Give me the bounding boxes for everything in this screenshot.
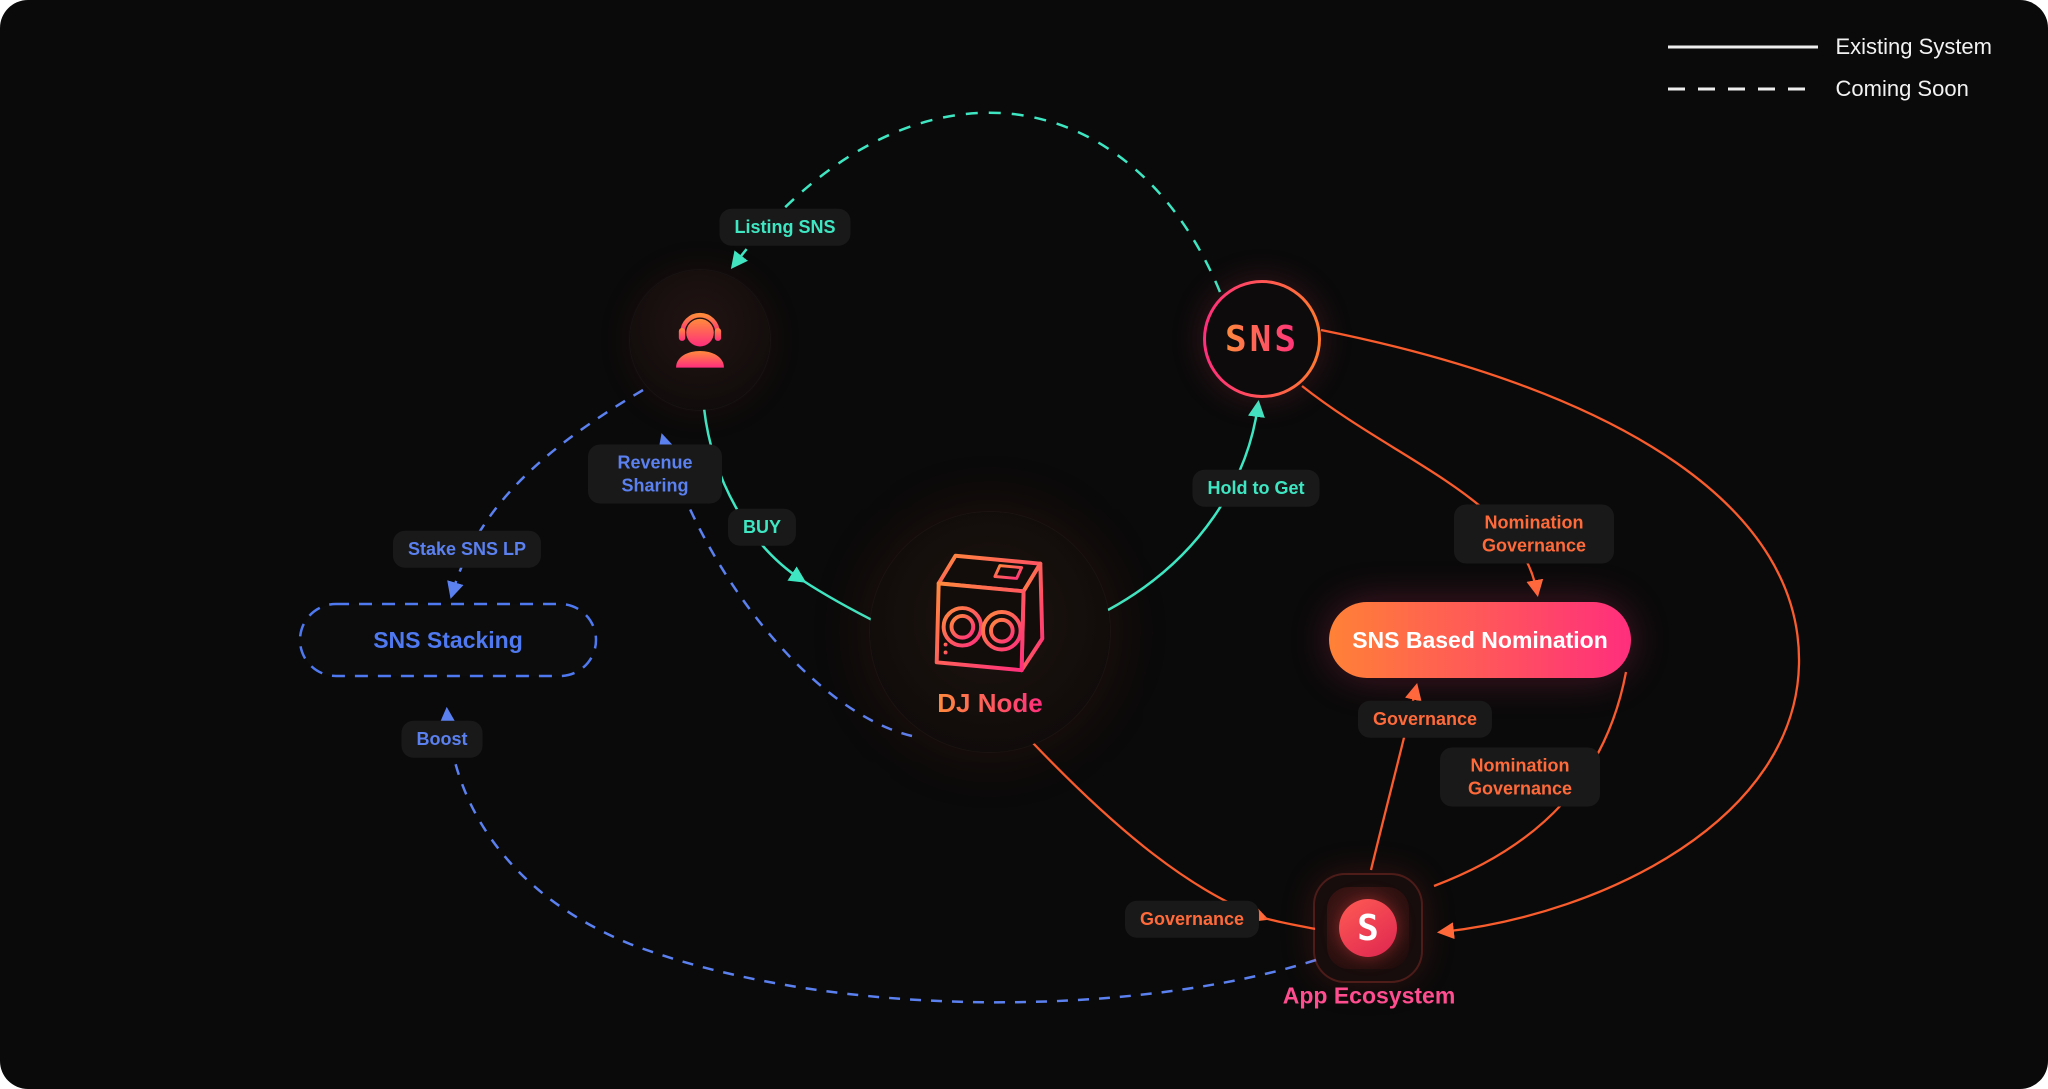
legend: Existing System Coming Soon [1667,34,1993,102]
dj-node: DJ Node [870,512,1110,752]
edge-label-boost: Boost [401,720,483,758]
edge-label-listing-sns: Listing SNS [719,208,851,246]
edge-label-revenue-sharing: Revenue Sharing [588,444,722,504]
app-ecosystem-icon-letter: S [1357,907,1379,949]
edge-label-buy: BUY [727,508,797,546]
edge-governance-bottom-tail [1263,916,1317,931]
edge-buy [702,407,807,583]
edge-hold-to-get [1107,399,1265,612]
app-ecosystem-icon: S [1339,899,1397,957]
sns-stacking-label: SNS Stacking [373,626,523,653]
dj-node-label: DJ Node [937,688,1043,718]
edge-label-governance-mid: Governance [1357,700,1493,738]
app-ecosystem-node: S [1315,875,1421,981]
edge-label-nomination-governance-right: Nomination Governance [1440,747,1600,807]
app-ecosystem-tile: S [1327,887,1409,969]
dj-user-icon [676,312,724,368]
legend-existing-system-label: Existing System [1835,34,1993,59]
edge-stake-sns-lp [447,388,644,599]
edge-label-stake-sns-lp: Stake SNS LP [392,530,542,568]
legend-solid-line [1667,45,1818,49]
edge-buy-tail [801,578,881,626]
edge-listing-sns [730,111,1222,293]
sns-token-inner: SNS [1206,283,1318,395]
sns-stacking-node: SNS Stacking [300,604,596,676]
edge-label-hold-to-get: Hold to Get [1192,469,1320,507]
legend-coming-soon-label: Coming Soon [1835,76,1969,101]
edge-sns-to-app [1320,328,1801,940]
dj-cube-icon [934,553,1045,673]
legend-existing-system: Existing System [1667,34,1993,60]
sns-token-label: SNS [1224,318,1300,360]
sns-stacking-border [298,602,598,678]
sns-token-node: SNS [1203,280,1321,398]
sns-based-nomination-label: SNS Based Nomination [1352,626,1608,653]
legend-dashed-line [1667,87,1818,91]
sns-based-nomination-node: SNS Based Nomination [1329,602,1631,678]
edge-label-governance-bottom: Governance [1124,900,1260,938]
app-ecosystem-label: App Ecosystem [1282,982,1456,1009]
edge-boost [439,706,1317,1004]
dj-user-node [630,270,770,410]
legend-coming-soon: Coming Soon [1667,76,1993,102]
edge-label-nomination-governance-top: Nomination Governance [1454,504,1614,564]
edge-governance-bottom [1031,741,1269,922]
